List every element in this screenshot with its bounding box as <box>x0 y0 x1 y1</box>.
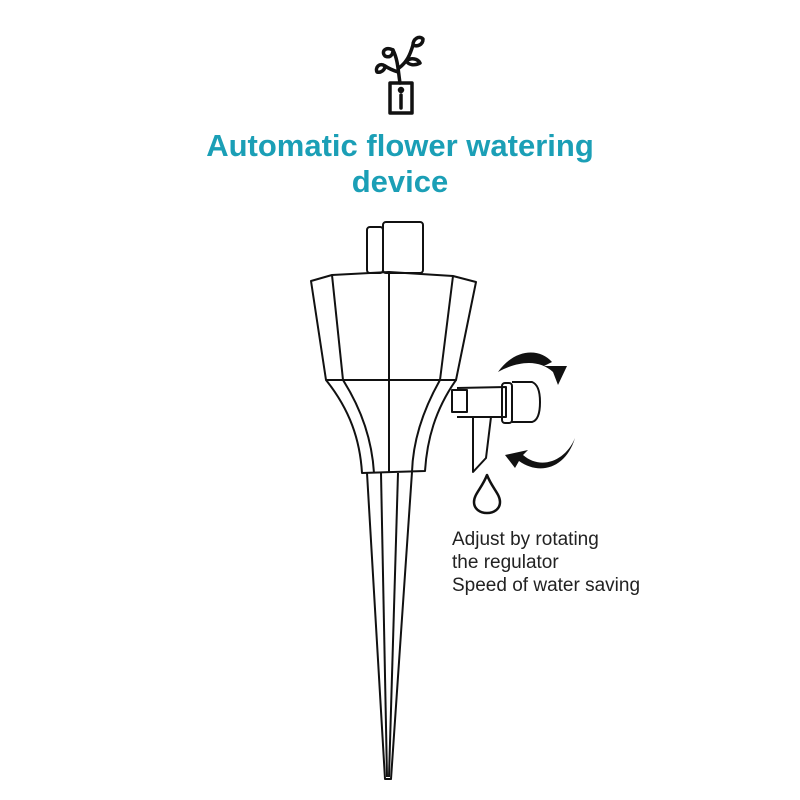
watering-spike <box>310 221 477 780</box>
note-line-3: Speed of water saving <box>452 575 641 596</box>
rotate-arrow-icon <box>498 352 575 469</box>
regulator-note: Adjust by rotating the regulator Speed o… <box>452 528 640 597</box>
water-drop-icon <box>472 473 502 515</box>
regulator-tap <box>451 381 541 473</box>
title-line-2: device <box>351 164 449 199</box>
title-line-1: Automatic flower watering <box>206 128 594 163</box>
plant-pot-icon <box>374 35 425 115</box>
note-line-2: the regulator <box>452 552 559 573</box>
note-line-1: Adjust by rotating <box>452 529 599 550</box>
